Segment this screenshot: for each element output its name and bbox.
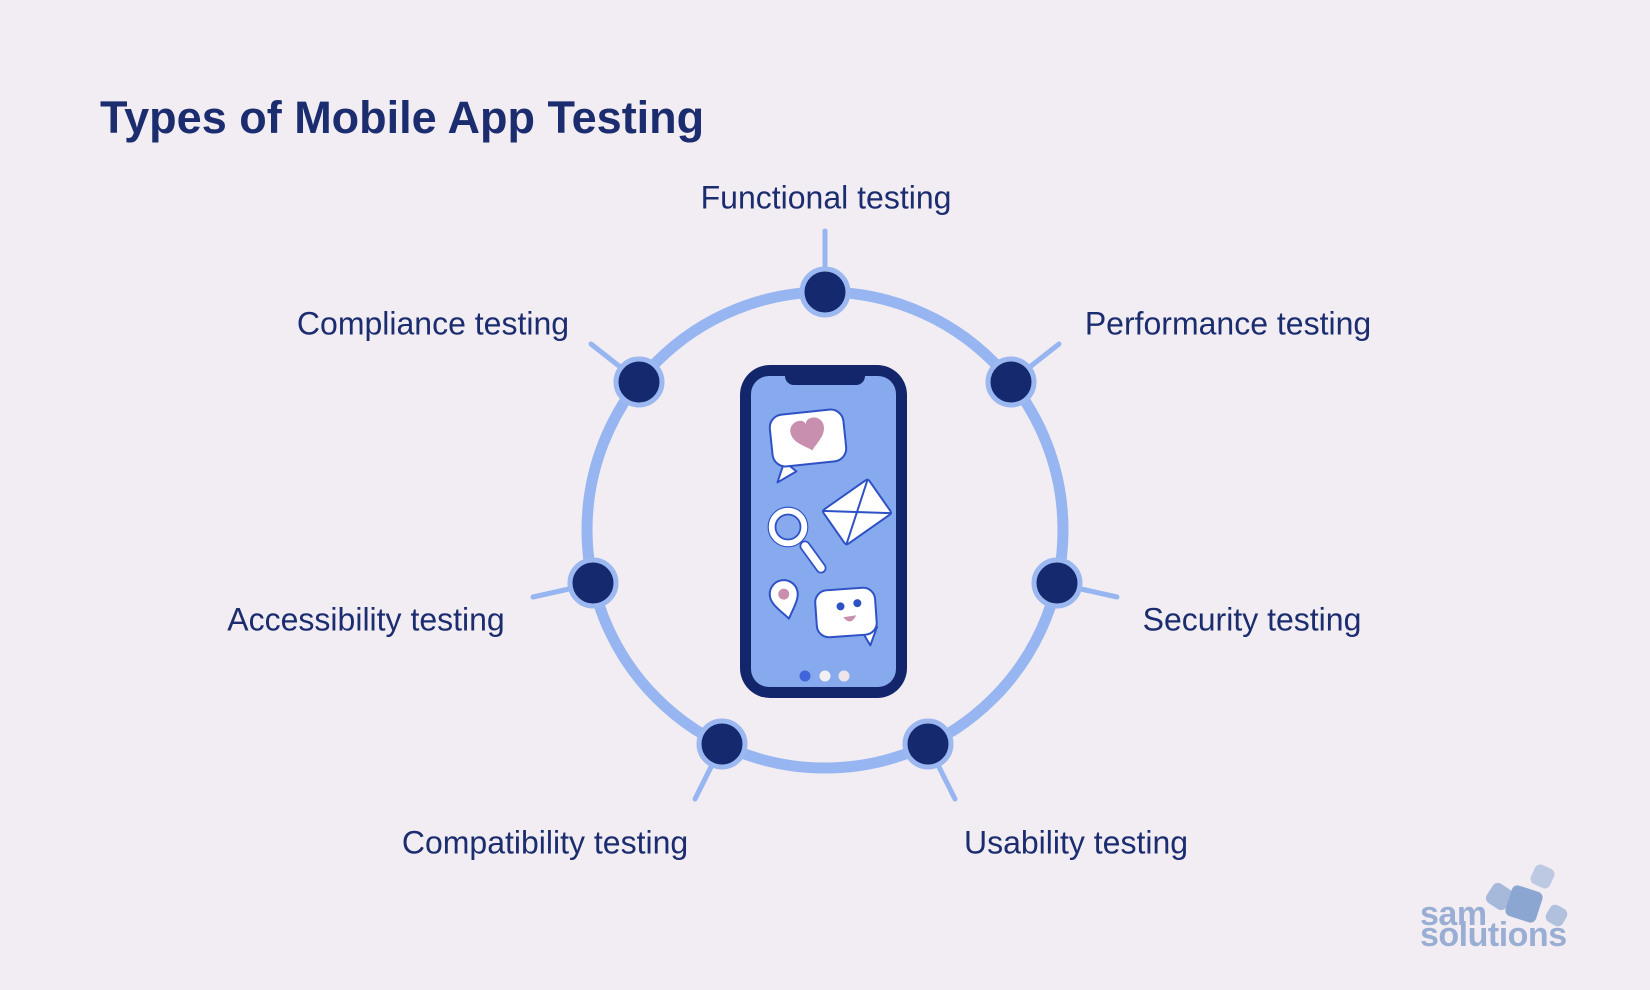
- label-functional-testing: Functional testing: [700, 179, 952, 216]
- node-compliance: [613, 356, 665, 408]
- label-usability-testing: Usability testing: [963, 824, 1189, 861]
- connector-usability: [936, 764, 958, 802]
- logo-word-sam: sam: [1420, 895, 1487, 933]
- connector-security: [1078, 586, 1120, 600]
- node-functional: [799, 266, 851, 318]
- connector-lines: [530, 228, 1120, 802]
- label-security-testing: Security testing: [1142, 601, 1362, 638]
- page-title: Types of Mobile App Testing: [100, 92, 705, 144]
- heart-message-icon: [768, 408, 848, 484]
- magnifier-icon: [767, 506, 827, 574]
- node-usability: [902, 718, 954, 770]
- node-security: [1031, 557, 1083, 609]
- dot-inactive: [819, 670, 831, 682]
- connector-accessibility: [530, 586, 572, 600]
- label-compatibility-testing: Compatibility testing: [401, 824, 689, 861]
- phone-notch: [785, 367, 865, 385]
- connector-compliance: [588, 341, 622, 369]
- node-performance: [985, 356, 1037, 408]
- label-accessibility-testing: Accessibility testing: [227, 601, 505, 638]
- location-pin-icon: [768, 579, 799, 620]
- screen-pagination-dots: [799, 670, 850, 682]
- connector-performance: [1028, 341, 1062, 369]
- connector-compatibility: [692, 764, 714, 802]
- dot-active: [799, 670, 811, 682]
- node-accessibility: [567, 557, 619, 609]
- phone-illustration: [740, 365, 907, 698]
- dot-inactive: [838, 670, 850, 682]
- ring-nodes: [567, 266, 1083, 770]
- smiley-message-icon: [814, 586, 879, 647]
- envelope-icon: [821, 478, 893, 546]
- node-compatibility: [696, 718, 748, 770]
- logo-word-solutions: solutions: [1420, 916, 1567, 954]
- label-performance-testing: Performance testing: [1084, 305, 1372, 342]
- label-compliance-testing: Compliance testing: [296, 305, 570, 342]
